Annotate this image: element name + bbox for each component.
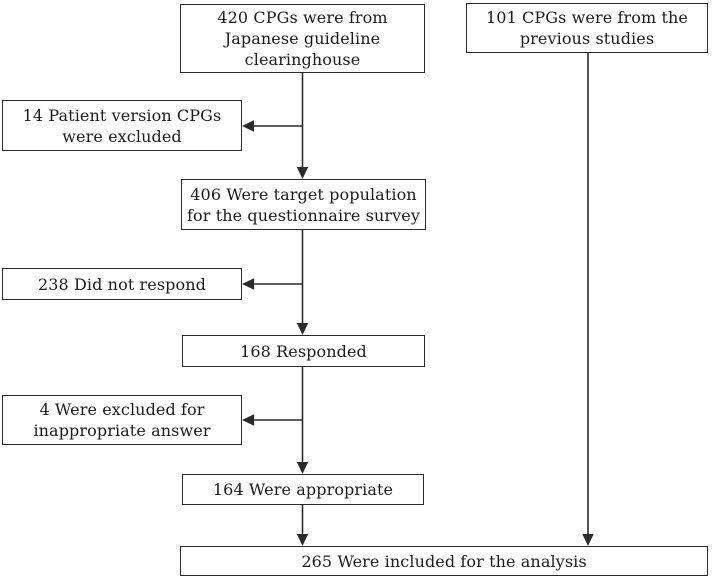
flow-box-responded: 168 Responded: [182, 335, 425, 367]
flow-box-responded-text: 168 Responded: [240, 341, 367, 361]
flow-box-target-population-text: 406 Were target population for the quest…: [187, 184, 420, 225]
flow-box-appropriate: 164 Were appropriate: [182, 474, 424, 505]
arrowhead-down-included-right-icon: [582, 534, 594, 546]
arrowhead-left-patient-excluded-icon: [242, 120, 254, 132]
flow-box-clearinghouse-text: 420 CPGs were from Japanese guideline cl…: [217, 8, 388, 69]
flow-box-previous-studies: 101 CPGs were from the previous studies: [466, 3, 708, 53]
flow-box-excluded-inappropriate-answer: 4 Were excluded for inappropriate answer: [2, 395, 242, 445]
arrowhead-left-excluded-answer-icon: [242, 414, 254, 426]
flow-box-did-not-respond: 238 Did not respond: [2, 268, 242, 300]
flow-box-patient-version-excluded: 14 Patient version CPGs were excluded: [2, 100, 242, 151]
arrowhead-down-responded-icon: [296, 323, 309, 335]
flow-box-patient-version-excluded-text: 14 Patient version CPGs were excluded: [22, 105, 222, 146]
arrowhead-left-did-not-respond-icon: [242, 278, 254, 290]
flow-box-appropriate-text: 164 Were appropriate: [212, 480, 394, 499]
flow-box-did-not-respond-text: 238 Did not respond: [37, 274, 206, 294]
arrowhead-down-appropriate-icon: [296, 462, 309, 474]
flow-box-target-population: 406 Were target population for the quest…: [181, 179, 426, 230]
arrowhead-down-included-left-icon: [296, 534, 309, 546]
flow-box-included-analysis: 265 Were included for the analysis: [180, 546, 708, 576]
arrowhead-down-target-icon: [296, 167, 309, 179]
flow-box-previous-studies-text: 101 CPGs were from the previous studies: [486, 8, 688, 48]
flow-box-clearinghouse: 420 CPGs were from Japanese guideline cl…: [180, 4, 425, 73]
flow-box-excluded-inappropriate-answer-text: 4 Were excluded for inappropriate answer: [33, 400, 211, 440]
flow-box-included-analysis-text: 265 Were included for the analysis: [301, 551, 587, 571]
